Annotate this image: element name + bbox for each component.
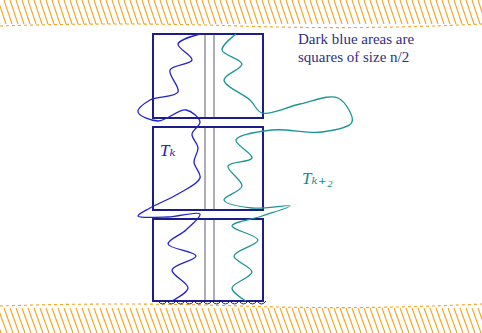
- path-label: Tₖ₊₂: [302, 168, 333, 189]
- note-text: Dark blue areas are squares of size n/2: [298, 30, 458, 66]
- path-tk2: [222, 34, 352, 301]
- path-tk: [138, 34, 200, 301]
- path-label: Tₖ: [160, 140, 176, 161]
